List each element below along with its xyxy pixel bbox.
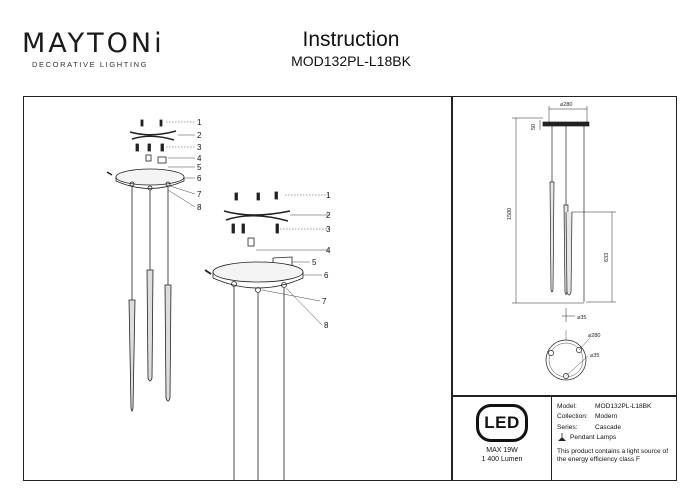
energy-note: This product contains a light source of … (557, 447, 669, 463)
info-type-row: Pendant Lamps (557, 433, 673, 443)
document-title: Instruction MOD132PL-L18BK (266, 28, 436, 70)
power-rating: MAX 19W (486, 447, 518, 454)
product-info: Model: MOD132PL-L18BK Collection: Modern… (557, 402, 673, 464)
divider-info (551, 395, 553, 481)
model-label: Model: (557, 403, 577, 410)
series-value: Cascade (595, 423, 622, 431)
model-value: MOD132PL-L18BK (595, 403, 652, 410)
collection-label: Collection: (557, 413, 588, 421)
type-value: Pendant Lamps (570, 434, 617, 442)
lumen-rating: 1 400 Lumen (481, 456, 523, 463)
brand-name: MAYTONi (22, 28, 165, 59)
divider-vertical (451, 96, 453, 481)
brand-logo: MAYTONi DECORATIVE LIGHTING (22, 28, 165, 70)
divider-horizontal (451, 395, 677, 397)
led-info: LED MAX 19W 1 400 Lumen (460, 404, 544, 464)
pendant-lamp-icon (557, 433, 567, 442)
series-label: Series: (557, 423, 578, 431)
page-title: Instruction (302, 28, 400, 51)
content-frame (23, 96, 677, 481)
brand-tagline: DECORATIVE LIGHTING (32, 60, 149, 69)
info-collection-row: Collection: Modern (557, 412, 673, 422)
led-badge: LED (476, 404, 528, 442)
info-model-row: Model: MOD132PL-L18BK (557, 402, 673, 412)
info-series-row: Series: Cascade (557, 423, 673, 433)
collection-value: Modern (595, 413, 618, 421)
model-code: MOD132PL-L18BK (291, 53, 411, 69)
